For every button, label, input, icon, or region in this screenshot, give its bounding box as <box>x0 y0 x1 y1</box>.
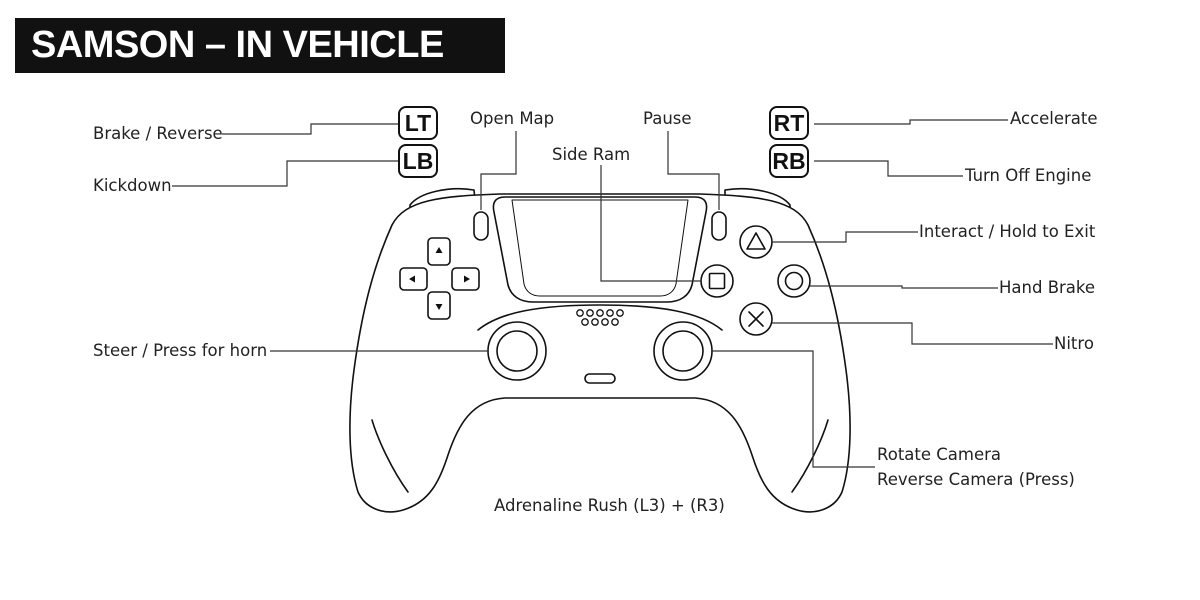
left-stick-inner <box>496 330 538 372</box>
leader-accelerate <box>814 119 1008 125</box>
speaker-grille <box>576 309 624 326</box>
label-steer-horn: Steer / Press for horn <box>93 341 268 360</box>
leader-turn-off-engine <box>814 160 963 177</box>
lb-badge-label: LB <box>402 147 434 174</box>
label-rotate-camera: Rotate Camera <box>877 445 1002 464</box>
rb-badge: RB <box>769 144 809 178</box>
arrow-down-icon <box>435 304 443 310</box>
circle-button-icon <box>784 271 804 291</box>
label-brake-reverse: Brake / Reverse <box>93 124 223 143</box>
leader-rotate-camera <box>712 350 875 468</box>
triangle-button <box>739 225 773 259</box>
label-interact-hold-exit: Interact / Hold to Exit <box>919 222 1096 241</box>
square-button-icon <box>708 272 726 290</box>
leader-brake-reverse <box>222 123 398 135</box>
page-title: SAMSON – IN VEHICLE <box>31 24 444 66</box>
label-adrenaline-rush: Adrenaline Rush (L3) + (R3) <box>494 496 725 515</box>
rt-badge-label: RT <box>773 109 805 136</box>
leader-side-ram <box>600 165 701 282</box>
leader-interact <box>772 231 918 243</box>
square-button <box>700 264 734 298</box>
rb-badge-label: RB <box>772 147 806 174</box>
leader-hand-brake <box>810 285 998 289</box>
arrow-left-icon <box>409 275 415 283</box>
title-bar: SAMSON – IN VEHICLE <box>15 18 505 73</box>
lt-badge-label: LT <box>404 109 432 136</box>
cross-button-icon <box>748 311 764 327</box>
rt-badge: RT <box>769 106 809 140</box>
triangle-button-icon <box>746 232 766 250</box>
leader-open-map <box>480 131 517 210</box>
leader-kickdown <box>172 160 398 187</box>
arrow-up-icon <box>435 247 443 253</box>
dpad-arrows <box>409 247 470 310</box>
circle-button <box>777 264 811 298</box>
lb-badge: LB <box>398 144 438 178</box>
touchpad-inner <box>511 199 689 297</box>
label-kickdown: Kickdown <box>93 176 172 195</box>
label-accelerate: Accelerate <box>1010 109 1098 128</box>
label-side-ram: Side Ram <box>552 145 631 164</box>
leader-pause <box>667 131 720 210</box>
label-turn-off-engine: Turn Off Engine <box>965 166 1092 185</box>
leader-nitro <box>772 322 1053 345</box>
label-open-map: Open Map <box>470 109 555 128</box>
arrow-right-icon <box>464 275 470 283</box>
options-button <box>711 211 727 241</box>
share-button <box>473 211 489 241</box>
leader-lines <box>172 119 1053 468</box>
lt-badge: LT <box>398 106 438 140</box>
lower-body-line <box>477 304 723 331</box>
left-grip-contour <box>371 419 409 493</box>
mute-button <box>584 373 616 384</box>
touchpad <box>492 196 708 303</box>
right-stick-inner <box>662 330 704 372</box>
right-grip-contour <box>791 419 829 493</box>
label-nitro: Nitro <box>1054 334 1094 353</box>
label-reverse-camera: Reverse Camera (Press) <box>877 470 1075 489</box>
label-hand-brake: Hand Brake <box>999 278 1096 297</box>
label-pause: Pause <box>643 109 692 128</box>
